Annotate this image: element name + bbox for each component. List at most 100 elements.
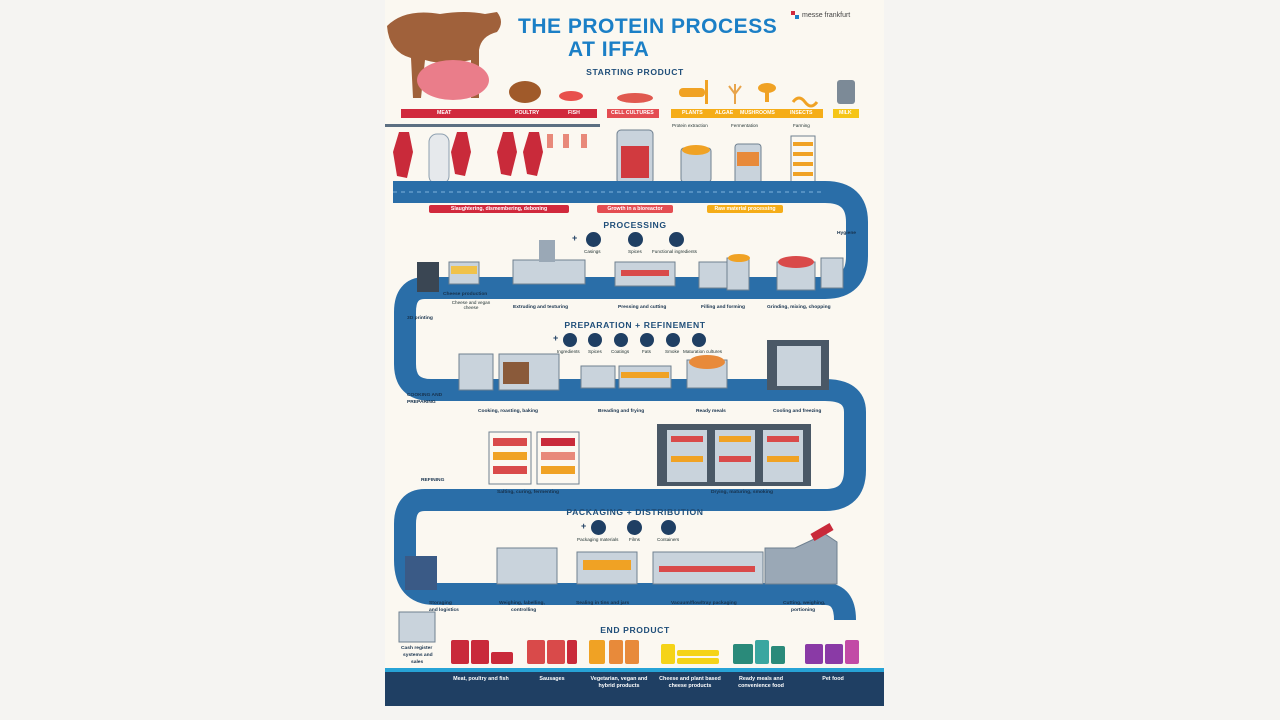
section-packaging: PACKAGING + DISTRIBUTION xyxy=(566,507,704,517)
spices-icon xyxy=(628,232,643,247)
section-end-product: END PRODUCT xyxy=(600,625,670,635)
addon-functional-ingredients: Functional ingredients xyxy=(652,249,697,254)
section-preparation: PREPARATION + REFINEMENT xyxy=(564,320,706,330)
label-cooking-2: PREPARING xyxy=(407,400,436,405)
brand-logo-icon xyxy=(791,11,799,19)
prep-plus-icon: + xyxy=(553,333,559,343)
footer-band xyxy=(385,672,884,706)
preparation-machines xyxy=(458,340,829,391)
milk-category-bar xyxy=(833,109,859,118)
addon-casings: Casings xyxy=(584,249,601,254)
step-pressing: Pressing and cutting xyxy=(618,305,667,310)
processing-machines xyxy=(417,240,844,292)
smoke-icon xyxy=(666,333,680,347)
category-plants: PLANTS xyxy=(682,110,703,116)
step-extruding: Extruding and texturing xyxy=(513,305,569,310)
casings-icon xyxy=(586,232,601,247)
step-cheese-sub: Cheese and vegan cheese xyxy=(451,300,491,310)
step-3d-printing: 3D printing xyxy=(407,316,433,321)
step-vacuum: Vacuum/flow/tray packaging xyxy=(671,601,737,606)
addon-spices: Spices xyxy=(628,249,642,254)
end-product-ready-meals: Ready meals and convenience food xyxy=(738,676,784,689)
addon-prep-spices: Spices xyxy=(588,349,602,354)
label-refining: REFINING xyxy=(421,478,445,483)
addon-smoke: Smoke xyxy=(665,349,680,354)
milk-tank-illustration xyxy=(837,80,855,104)
addon-ingredients: Ingredients xyxy=(557,349,580,354)
footer-stripe xyxy=(385,668,884,672)
step-storage-2: and logistics xyxy=(429,608,459,613)
poster-title-line1: THE PROTEIN PROCESS xyxy=(518,15,778,38)
raw-processing-machines xyxy=(680,135,816,191)
category-mushrooms: MUSHROOMS xyxy=(740,110,775,116)
category-insects: INSECTS xyxy=(790,110,813,116)
bioreactor-illustration xyxy=(616,129,654,185)
step-weighing-1: Weighing, labelling, xyxy=(499,601,545,606)
coatings-icon xyxy=(614,333,628,347)
fish-illustration xyxy=(559,91,583,101)
end-product-pet-food: Pet food xyxy=(822,676,844,682)
addon-plus-icon: + xyxy=(572,233,578,243)
packaging-machines xyxy=(405,523,838,590)
step-filling: Filling and forming xyxy=(701,305,746,310)
packaging-materials-icon xyxy=(591,520,606,535)
plants-category-bar xyxy=(671,109,823,118)
addon-films: Films xyxy=(629,537,640,542)
step-storage-1: Storaging xyxy=(429,601,452,606)
section-processing: PROCESSING xyxy=(603,220,667,230)
label-cooking-1: COOKING AND xyxy=(407,393,443,398)
end-product-meat: Meat, poultry and fish xyxy=(453,676,509,682)
cash-register-illustration xyxy=(398,611,436,643)
step-cutting-2: portioning xyxy=(791,608,816,613)
infographic-poster: THE PROTEIN PROCESS AT IFFA messe frankf… xyxy=(385,0,884,706)
containers-icon xyxy=(661,520,676,535)
category-fish: FISH xyxy=(568,110,580,116)
turkey-illustration xyxy=(509,81,541,103)
note-farming: Farming xyxy=(793,123,810,128)
poster-title-line2: AT IFFA xyxy=(568,38,650,61)
chip-slaughtering: Slaughtering, dismembering, deboning xyxy=(429,205,569,213)
addon-packaging-materials: Packaging materials xyxy=(577,537,619,542)
category-algae: ALGAE xyxy=(715,110,734,116)
end-product-cheese: Cheese and plant based cheese products xyxy=(659,676,721,689)
step-cutting-1: Cutting, weighing, xyxy=(783,601,826,606)
step-cheese-production: Cheese production xyxy=(443,292,488,297)
step-cooking: Cooking, roasting, baking xyxy=(478,409,539,414)
cell-category-bar xyxy=(607,109,659,118)
petri-dish-illustration xyxy=(617,93,653,103)
category-milk: MILK xyxy=(839,110,852,116)
step-grinding: Grinding, mixing, chopping xyxy=(767,305,831,310)
step-drying: Drying, maturing, smoking xyxy=(711,490,773,495)
addon-fats: Fats xyxy=(642,349,651,354)
overhead-rail xyxy=(385,124,600,127)
step-ready-meals: Ready meals xyxy=(696,409,726,414)
step-salting: Salting, curing, fermenting xyxy=(497,490,559,495)
cash-label-2: systems and xyxy=(403,653,433,658)
ingredients-icon xyxy=(563,333,577,347)
spices-prep-icon xyxy=(588,333,602,347)
maturation-cultures-icon xyxy=(692,333,706,347)
note-fermentation: Fermentation xyxy=(731,123,759,128)
addon-containers: Containers xyxy=(657,537,680,542)
step-weighing-2: controlling xyxy=(511,608,537,613)
section-starting-product: STARTING PRODUCT xyxy=(586,67,684,77)
chip-bioreactor: Growth in a bioreactor xyxy=(597,205,673,213)
step-sealing: Sealing in tins and jars xyxy=(576,601,630,606)
pack-plus-icon: + xyxy=(581,521,587,531)
films-icon xyxy=(627,520,642,535)
cash-label-1: Cash register xyxy=(401,646,433,651)
note-protein-extraction: Protein extraction xyxy=(672,123,708,128)
chip-raw-processing: Raw material processing xyxy=(707,205,783,213)
cash-label-3: sales xyxy=(411,660,424,665)
plants-icons xyxy=(679,80,819,108)
pig-illustration xyxy=(417,60,489,100)
category-cell-cultures: CELL CULTURES xyxy=(611,110,654,116)
carcass-row xyxy=(393,132,587,178)
end-product-icons xyxy=(451,640,859,664)
end-product-vegetarian: Vegetarian, vegan and hybrid products xyxy=(590,676,648,689)
category-meat: MEAT xyxy=(437,110,452,116)
step-breading: Breading and frying xyxy=(598,409,645,414)
slaughter-machine xyxy=(428,133,450,185)
functional-ingredients-icon xyxy=(669,232,684,247)
